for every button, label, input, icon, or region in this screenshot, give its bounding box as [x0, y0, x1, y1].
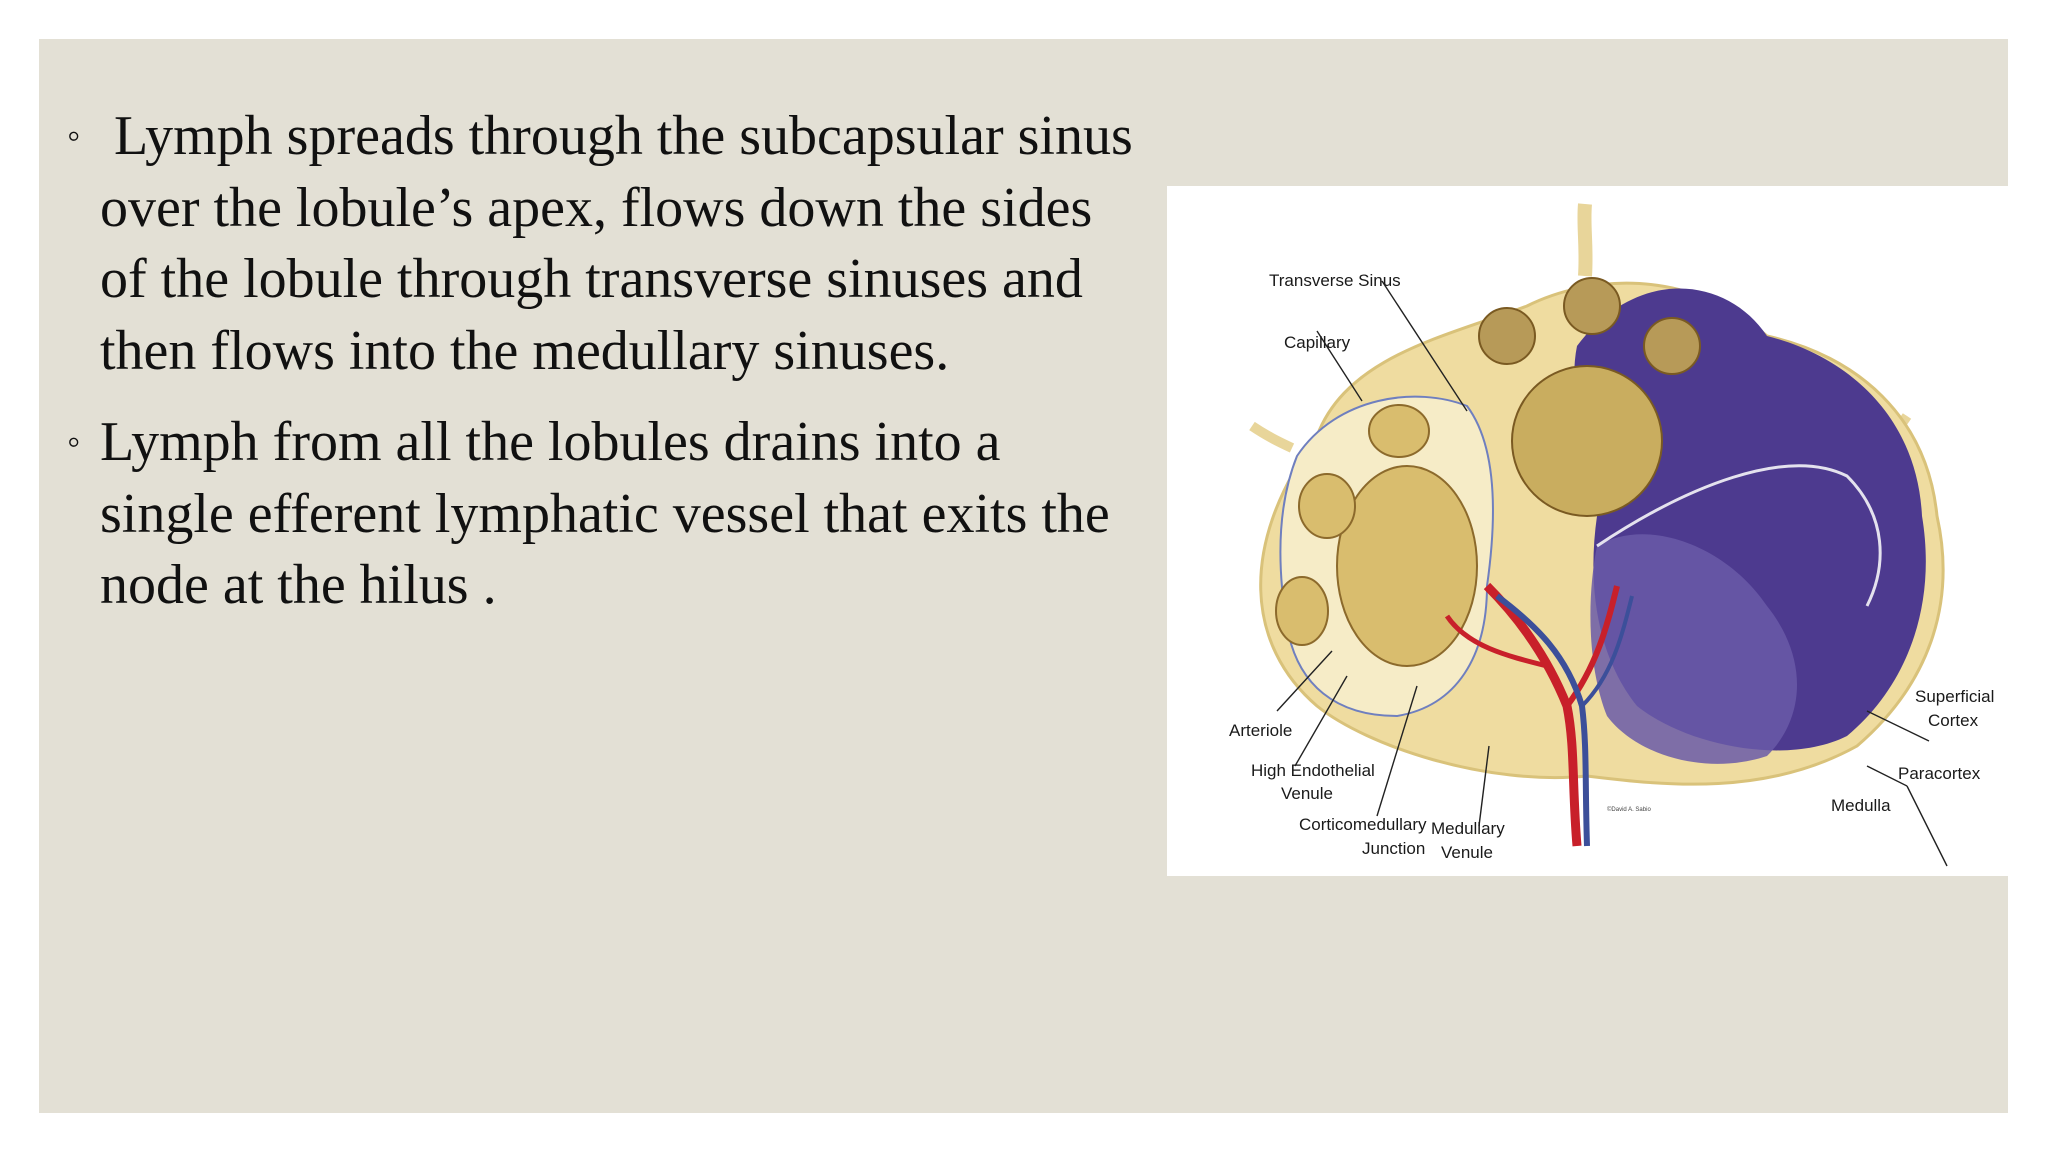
paracortex-region [1590, 534, 1797, 764]
vein [1580, 595, 1634, 708]
label-high-endothelial-2: Venule [1281, 784, 1333, 803]
label-transverse-sinus: Transverse Sinus [1269, 271, 1401, 290]
bullet-marker: ◦ [67, 421, 81, 463]
bullet-text: Lymph spreads through the subcapsular si… [100, 105, 1147, 382]
follicle [1478, 307, 1536, 365]
bullet-item: ◦ Lymph from all the lobules drains into… [67, 407, 1147, 622]
label-corticomedullary-1: Corticomedullary [1299, 815, 1427, 834]
follicle [1298, 473, 1356, 539]
follicle [1511, 365, 1663, 517]
follicle [1643, 317, 1701, 375]
label-medullary-venule-2: Venule [1441, 843, 1493, 862]
label-high-endothelial-1: High Endothelial [1251, 761, 1375, 780]
label-superficial-cortex-1: Superficial [1915, 687, 1994, 706]
label-credit: ©David A. Sabio [1607, 806, 1651, 813]
lymph-node-diagram: Transverse Sinus Capillary Arteriole Hig… [1167, 186, 2008, 876]
label-medulla: Medulla [1831, 796, 1891, 815]
bullet-marker: ◦ [67, 115, 81, 157]
label-paracortex: Paracortex [1898, 764, 1981, 783]
leader-lines [1276, 280, 1948, 867]
bullet-item: ◦ Lymph spreads through the subcapsular … [67, 101, 1147, 387]
label-medullary-venule-1: Medullary [1431, 819, 1505, 838]
artery [1444, 614, 1548, 669]
follicle [1336, 465, 1478, 667]
slide: ◦ Lymph spreads through the subcapsular … [39, 39, 2008, 1113]
follicle [1368, 404, 1430, 458]
follicle [1563, 277, 1621, 335]
bullet-list: ◦ Lymph spreads through the subcapsular … [67, 101, 1147, 642]
label-corticomedullary-2: Junction [1362, 839, 1425, 858]
label-capillary: Capillary [1284, 333, 1351, 352]
label-superficial-cortex-2: Cortex [1928, 711, 1979, 730]
follicle [1275, 576, 1329, 646]
bullet-text: Lymph from all the lobules drains into a… [100, 411, 1110, 616]
label-arteriole: Arteriole [1229, 721, 1292, 740]
